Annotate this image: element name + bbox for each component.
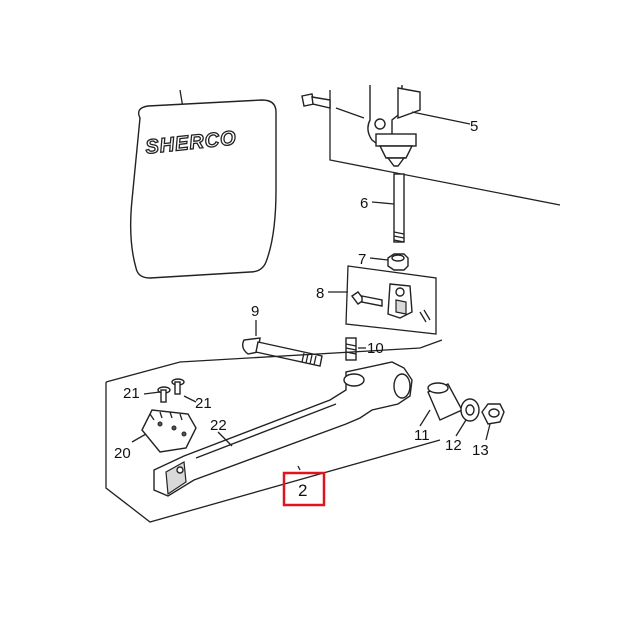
- highlighted-part-callout[interactable]: 2: [282, 471, 326, 507]
- leader-lines: [131, 111, 491, 471]
- fender-panel: SHERCO: [129, 89, 277, 279]
- pivot-pin: [393, 173, 405, 243]
- footplate-20: [141, 409, 197, 453]
- label-part-12: 12: [445, 437, 462, 454]
- stud-10: [345, 337, 357, 361]
- label-part-21-right: 21: [195, 395, 212, 412]
- bushing-11: [427, 382, 463, 421]
- label-part-7: 7: [358, 251, 366, 268]
- frame-section: [329, 85, 561, 206]
- long-bolt-9: [241, 337, 323, 367]
- label-part-9: 9: [251, 303, 259, 320]
- label-part-2[interactable]: 2: [298, 481, 307, 500]
- label-part-5: 5: [470, 118, 478, 135]
- label-part-10: 10: [367, 340, 384, 357]
- label-part-13: 13: [472, 442, 489, 459]
- frame-bolt: [301, 93, 331, 109]
- clevis-kit-box: [345, 265, 437, 335]
- label-part-6: 6: [360, 195, 368, 212]
- label-part-21-left: 21: [123, 385, 140, 402]
- label-part-20: 20: [114, 445, 131, 462]
- label-part-11: 11: [414, 427, 430, 444]
- screws-21: [157, 378, 185, 403]
- label-part-8: 8: [316, 285, 324, 302]
- brake-pedal-lever: [153, 361, 413, 497]
- washer-12: [460, 398, 480, 422]
- highlight-box[interactable]: [282, 471, 326, 507]
- label-part-22: 22: [210, 417, 227, 434]
- lock-nut-13: [481, 403, 505, 425]
- nut-7: [387, 253, 409, 271]
- lever-kit-box: [105, 339, 443, 523]
